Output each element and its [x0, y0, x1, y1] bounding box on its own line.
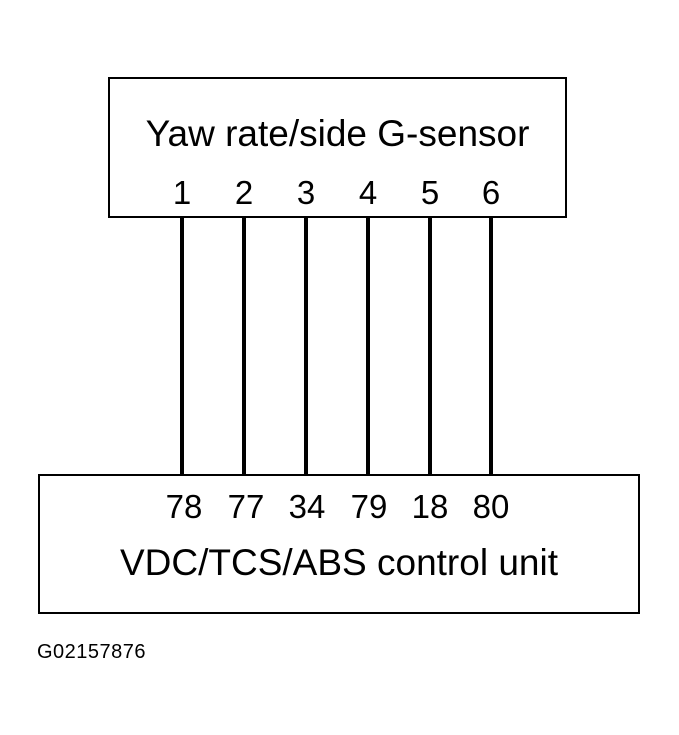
wire-4: [366, 218, 370, 474]
wire-2: [242, 218, 246, 474]
control-unit-pin-label: 18: [411, 488, 449, 525]
sensor-pin-label: 4: [358, 174, 378, 211]
sensor-pin-label: 3: [296, 174, 316, 211]
sensor-pin-label: 5: [420, 174, 440, 211]
sensor-pin-label: 6: [481, 174, 501, 211]
wire-6: [489, 218, 493, 474]
sensor-title: Yaw rate/side G-sensor: [145, 113, 530, 154]
control-unit-pin-label: 80: [472, 488, 510, 525]
control-unit-pin-label: 34: [288, 488, 326, 525]
sensor-pin-label: 1: [172, 174, 192, 211]
control-unit-pin-label: 78: [165, 488, 203, 525]
wire-3: [304, 218, 308, 474]
vdc-tcs-abs-control-unit-box: VDC/TCS/ABS control unit: [38, 474, 640, 614]
control-unit-pin-label: 79: [350, 488, 388, 525]
figure-code: G02157876: [37, 641, 147, 663]
wire-5: [428, 218, 432, 474]
sensor-pin-label: 2: [234, 174, 254, 211]
control-unit-title: VDC/TCS/ABS control unit: [120, 542, 558, 583]
control-unit-pin-label: 77: [227, 488, 265, 525]
yaw-rate-side-g-sensor-box: Yaw rate/side G-sensor: [108, 77, 567, 218]
wire-1: [180, 218, 184, 474]
